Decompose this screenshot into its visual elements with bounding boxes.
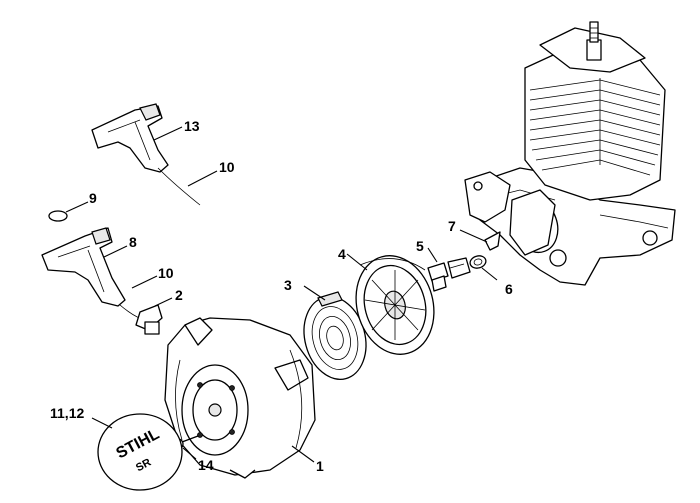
starter-rope-upper — [157, 167, 201, 206]
callout-2: 2 — [175, 287, 183, 303]
starter-grip-13 — [91, 103, 169, 173]
stihl-badge-11-12: STIHL SR — [97, 413, 183, 491]
callout-11-12: 11,12 — [50, 405, 84, 421]
washer-6 — [469, 255, 487, 269]
callout-13: 13 — [184, 118, 200, 134]
callout-8: 8 — [129, 234, 137, 250]
leader-lines — [65, 126, 498, 463]
callout-4: 4 — [338, 246, 346, 262]
callout-14: 14 — [198, 457, 214, 473]
callout-labels: 1 2 3 4 5 6 7 8 9 10 10 11,12 13 14 — [50, 118, 513, 474]
callout-3: 3 — [284, 277, 292, 293]
callout-5: 5 — [416, 238, 424, 254]
spring-clip-7 — [484, 231, 501, 251]
rope-guide-2 — [135, 304, 163, 335]
callout-9: 9 — [89, 190, 97, 206]
rope-rotor-4 — [355, 255, 435, 355]
rewind-spring-3 — [303, 291, 367, 380]
callout-6: 6 — [505, 281, 513, 297]
engine-block — [464, 21, 676, 286]
cap-9 — [48, 210, 68, 222]
fan-housing-1 — [164, 317, 316, 479]
callout-7: 7 — [448, 218, 456, 234]
callout-1: 1 — [316, 458, 324, 474]
callout-10-lower: 10 — [158, 265, 174, 281]
callout-10-upper: 10 — [219, 159, 235, 175]
pawl-parts-5 — [427, 257, 471, 292]
starter-grip-8 — [41, 227, 126, 307]
spark-plug — [586, 21, 602, 61]
cooling-fins — [529, 78, 661, 176]
